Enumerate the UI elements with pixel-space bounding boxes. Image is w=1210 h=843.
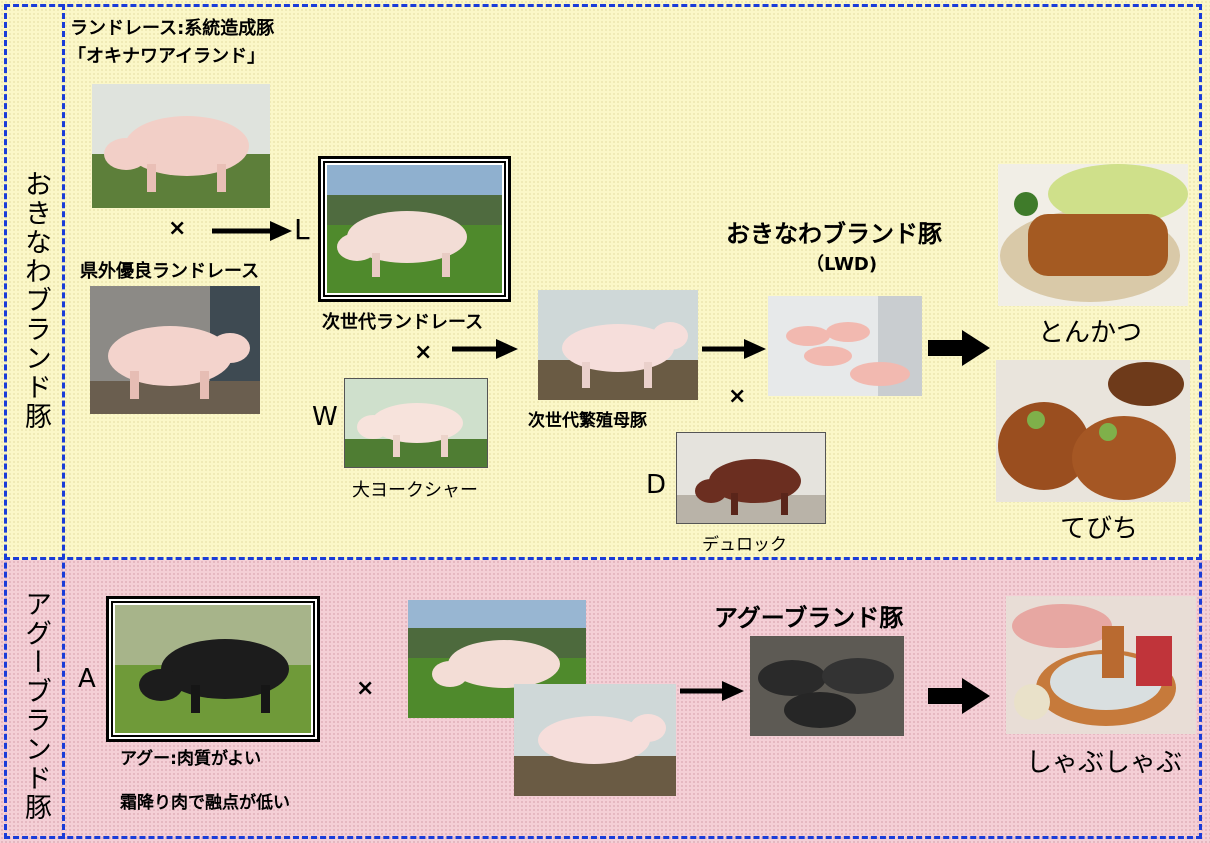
letter-A: A [78,664,96,694]
letter-D: D [646,470,667,500]
tonkatsu-label: とんかつ [1038,318,1143,348]
outside-landrace-photo [90,286,260,414]
agu-desc-line2: 霜降り肉で融点が低い [120,793,290,813]
shabu-shabu-photo [1006,596,1196,734]
outer-dashed-border [4,4,1202,839]
arrow-icon-2 [452,339,518,359]
cross-symbol-4: × [356,676,375,701]
cross-symbol-3: × [728,384,747,409]
agu-section-label: アグーブランド豚 [20,590,51,822]
duroc-label: デュロック [702,535,787,555]
thick-arrow-icon-1 [928,330,990,366]
agu-brand-title: アグーブランド豚 [714,604,904,632]
cross-symbol-2: × [414,340,433,365]
agu-desc-line1: アグー:肉質がよい [120,749,262,769]
large-yorkshire-photo [344,378,488,468]
landrace-pig-photo [92,84,270,208]
next-gen-landrace-label: 次世代ランドレース [322,312,484,333]
large-yorkshire-label: 大ヨークシャー [352,480,478,501]
tebichi-label: てびち [1060,514,1139,544]
thick-arrow-icon-2 [928,678,990,714]
tebichi-photo [996,360,1190,502]
label-column-divider [62,4,65,839]
okinawa-section-label: おきなわブランド豚 [20,170,51,431]
next-gen-sow-label: 次世代繁殖母豚 [528,411,647,431]
agu-pig-frame [106,596,320,742]
arrow-icon-1 [212,221,292,241]
agu-pig-photo [115,605,311,733]
agu-brand-pigs-photo [750,636,904,736]
next-gen-landrace-frame [318,156,511,302]
next-gen-landrace-photo [327,165,502,293]
arrow-icon-4 [680,681,744,701]
tonkatsu-photo [998,164,1188,306]
okinawa-brand-title: おきなわブランド豚 [726,220,942,248]
piglets-photo [768,296,922,396]
okinawa-brand-subtitle: （LWD) [806,254,878,275]
landrace-pair-photo-2 [514,684,676,796]
section-divider [4,557,1202,560]
shabu-shabu-label: しゃぶしゃぶ [1026,748,1183,778]
letter-L: L [294,213,310,246]
letter-W: W [312,402,338,432]
landrace-subtitle: 「オキナワアイランド」 [68,46,266,67]
arrow-icon-3 [702,339,766,359]
next-gen-sow-photo [538,290,698,400]
duroc-photo [676,432,826,524]
outside-landrace-label: 県外優良ランドレース [80,261,260,282]
cross-symbol-1: × [168,216,187,241]
landrace-title: ランドレース:系統造成豚 [70,18,275,39]
